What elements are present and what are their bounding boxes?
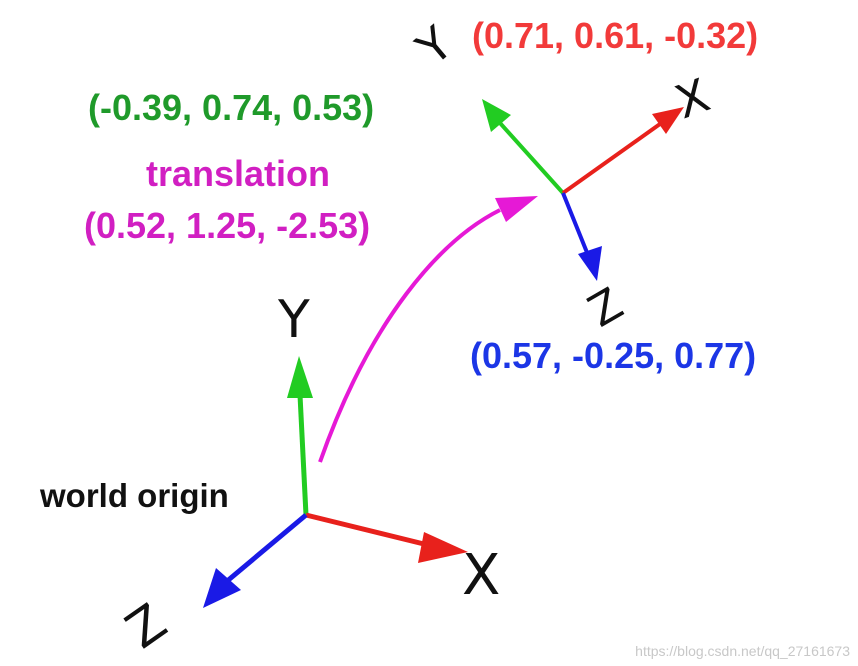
watermark-text: https://blog.csdn.net/qq_27161673 [635,643,850,659]
local-x-axis [561,122,662,195]
world-y-arrowhead [287,356,313,398]
local-y-vector-label: (-0.39, 0.74, 0.53) [88,87,374,128]
local-z-arrowhead [578,246,602,281]
world-origin-label: world origin [39,477,229,514]
local-z-label: Z [580,278,632,337]
local-y-label: Y [406,15,464,76]
world-z-axis [224,513,308,584]
local-y-arrowhead [482,99,511,132]
translation-arrow [318,196,538,463]
local-x-arrowhead [652,107,684,134]
world-x-arrowhead [418,532,468,563]
world-z-arrowhead [203,568,241,608]
local-z-axis [561,192,590,256]
local-frame: Y X Z [406,15,717,337]
world-x-label: X [462,543,500,608]
world-y-axis [297,394,309,516]
local-x-vector-label: (0.71, 0.61, -0.32) [472,15,758,56]
translation-vector-label: (0.52, 1.25, -2.53) [84,205,370,246]
local-y-axis [498,121,565,195]
world-x-axis [305,512,429,548]
world-frame: Y X Z world origin [39,290,500,660]
world-y-label: Y [277,290,310,350]
local-z-vector-label: (0.57, -0.25, 0.77) [470,335,756,376]
translation-label: translation [146,153,330,194]
world-z-label: Z [116,593,177,660]
local-x-label: X [668,68,716,130]
